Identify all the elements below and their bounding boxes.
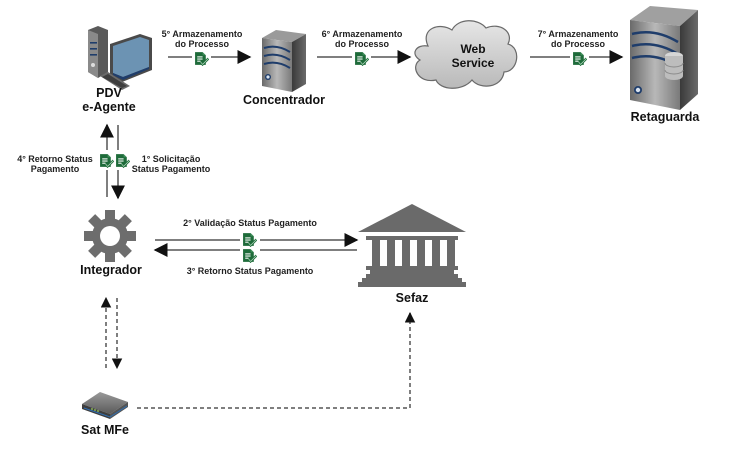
- node-pdv-label-line1: PDV: [96, 86, 122, 100]
- node-sefaz-label: Sefaz: [395, 291, 429, 305]
- edge-7-label-line2: do Processo: [550, 39, 606, 49]
- edge-6-label: 6° Armazenamento do Processo: [312, 29, 412, 49]
- edge-1-label-line1: 1° Solicitação: [141, 154, 201, 164]
- document-check-icon: [99, 153, 114, 168]
- node-concentrador-label: Concentrador: [243, 93, 325, 107]
- edge-5-label: 5° Armazenamento do Processo: [152, 29, 252, 49]
- document-check-icon: [354, 51, 369, 66]
- node-retaguarda-label: Retaguarda: [630, 110, 700, 124]
- node-webservice-label: Web Service: [440, 42, 506, 70]
- gear-icon: [84, 210, 136, 262]
- computer-workstation-icon: [88, 26, 152, 90]
- dashed-satmfe-to-sefaz: [137, 311, 416, 409]
- edge-4-label-line2: Pagamento: [30, 164, 80, 174]
- edge-7-label: 7° Armazenamento do Processo: [528, 29, 628, 49]
- node-satmfe-label: Sat MFe: [81, 423, 129, 437]
- edge-4-label-line1: 4° Retorno Status: [17, 154, 93, 164]
- edge-2-label: 2° Validação Status Pagamento: [183, 218, 317, 228]
- document-check-icon: [194, 51, 209, 66]
- database-server-icon: [630, 6, 698, 110]
- edge-5-label-line2: do Processo: [174, 39, 230, 49]
- edge-1-label: 1° Solicitação Status Pagamento: [128, 154, 214, 174]
- node-pdv-label: PDV e-Agente: [74, 86, 144, 114]
- edge-7-label-line1: 7° Armazenamento: [537, 29, 619, 39]
- document-check-icon: [572, 51, 587, 66]
- document-check-icon: [242, 248, 257, 263]
- edge-5-label-line1: 5° Armazenamento: [161, 29, 243, 39]
- edge-1-label-line2: Status Pagamento: [131, 164, 211, 174]
- government-building-icon: [358, 204, 466, 287]
- edge-6-label-line2: do Processo: [334, 39, 390, 49]
- edge-6-label-line1: 6° Armazenamento: [321, 29, 403, 39]
- node-pdv-label-line2: e-Agente: [82, 100, 136, 114]
- cloud-icon: [414, 20, 518, 89]
- edge-4-label: 4° Retorno Status Pagamento: [14, 154, 96, 174]
- node-integrador-label: Integrador: [80, 263, 142, 277]
- server-tower-icon: [262, 30, 306, 92]
- edge-3-label: 3° Retorno Status Pagamento: [186, 266, 314, 276]
- sat-device-icon: [82, 392, 128, 419]
- document-check-icon: [242, 232, 257, 247]
- sefaz-columns-gaps: [380, 240, 447, 266]
- node-webservice-label-line1: Web: [460, 42, 486, 56]
- node-webservice-label-line2: Service: [451, 56, 495, 70]
